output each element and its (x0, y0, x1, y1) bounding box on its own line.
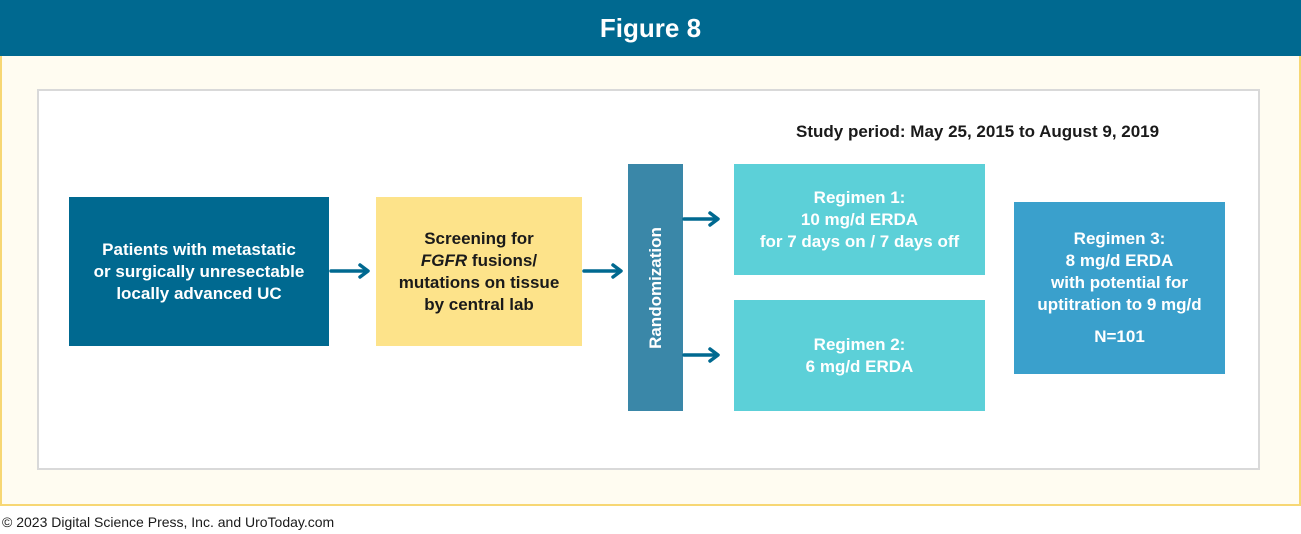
regimen-3-dose: 8 mg/d ERDA (1065, 251, 1174, 270)
patients-box: Patients with metastatic or surgically u… (69, 197, 329, 346)
regimen-2-dose: 6 mg/d ERDA (805, 356, 914, 376)
regimen-3-box: Regimen 3: 8 mg/d ERDA with potential fo… (1014, 202, 1225, 374)
regimen-1-schedule: for 7 days on / 7 days off (759, 231, 960, 251)
patients-line-1: Patients with metastatic (102, 239, 296, 259)
regimen-3-uptitration: uptitration to 9 mg/d (1037, 295, 1202, 314)
regimen-1-dose: 10 mg/d ERDA (800, 209, 919, 229)
copyright-footer: © 2023 Digital Science Press, Inc. and U… (2, 514, 335, 530)
regimen-3-sample-size: N=101 (1094, 327, 1145, 346)
regimen-2-title: Regimen 2: (813, 334, 906, 354)
screening-line-1: Screening for (424, 228, 534, 248)
patients-line-2: or surgically unresectable (93, 261, 305, 281)
figure-title: Figure 8 (0, 0, 1301, 56)
screening-line-2-rest: fusions/ (467, 250, 538, 270)
patients-line-3: locally advanced UC (116, 283, 282, 303)
regimen-2-box: Regimen 2: 6 mg/d ERDA (734, 300, 985, 411)
regimen-1-box: Regimen 1: 10 mg/d ERDA for 7 days on / … (734, 164, 985, 275)
regimen-3-potential: with potential for (1051, 273, 1188, 292)
regimen-1-title: Regimen 1: (813, 187, 906, 207)
randomization-label: Randomization (645, 226, 665, 349)
regimen-3-title: Regimen 3: (1073, 229, 1166, 248)
screening-line-2: FGFR fusions/ (421, 250, 537, 272)
study-period-label: Study period: May 25, 2015 to August 9, … (796, 122, 1160, 141)
fgfr-gene-label: FGFR (420, 250, 468, 270)
randomization-box: Randomization (628, 164, 683, 411)
screening-line-4: by central lab (424, 294, 534, 314)
screening-line-3: mutations on tissue (398, 272, 560, 292)
screening-box: Screening for FGFR fusions/ mutations on… (376, 197, 582, 346)
